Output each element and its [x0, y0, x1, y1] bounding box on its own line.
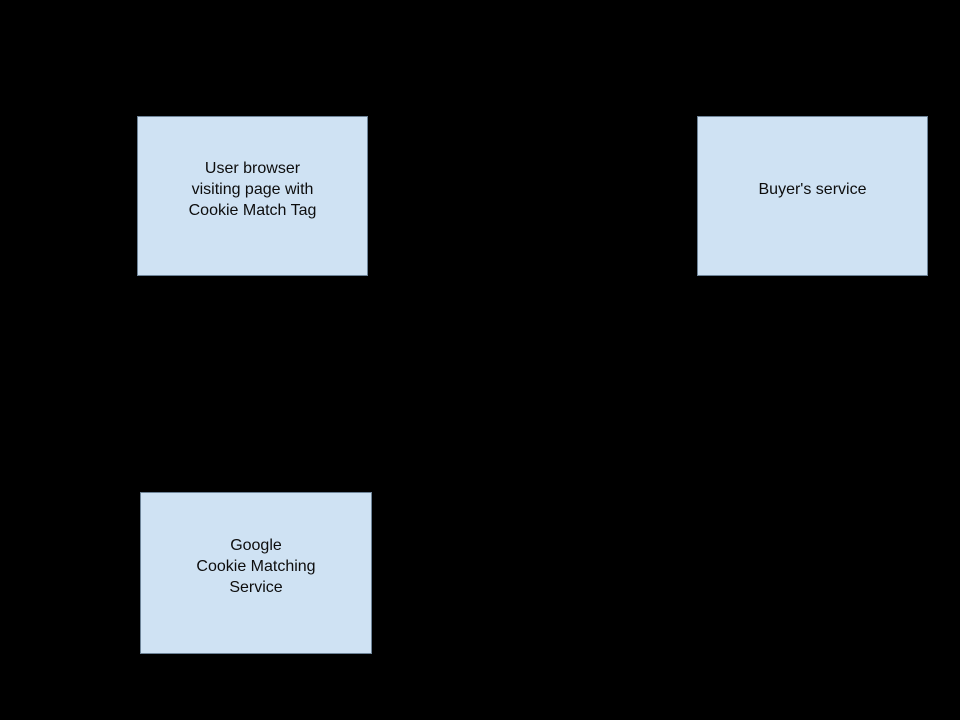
node-buyers-service: Buyer's service [697, 116, 928, 276]
node-google-cookie-matching-service: Google Cookie Matching Service [140, 492, 372, 654]
node-user-browser-label: User browser visiting page with Cookie M… [188, 159, 317, 219]
node-user-browser: User browser visiting page with Cookie M… [137, 116, 368, 276]
node-google-cookie-matching-service-label: Google Cookie Matching Service [196, 536, 316, 596]
node-buyers-service-label: Buyer's service [758, 180, 867, 198]
